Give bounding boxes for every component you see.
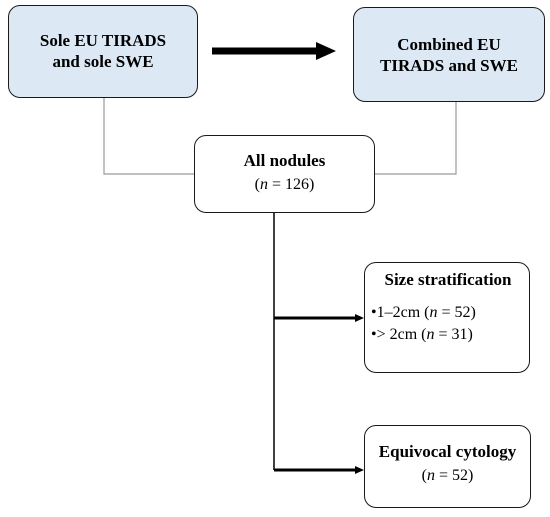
top-arrow-head [316, 42, 336, 60]
all-nodules-count: (n = 126) [254, 176, 315, 193]
equivocal-cytology-count: (n = 52) [421, 467, 474, 484]
equivocal-cytology-title: Equivocal cytology [378, 442, 517, 461]
sole-box-line2: and sole SWE [52, 52, 154, 71]
all-nodules-title: All nodules [243, 151, 326, 170]
combined-eu-tirads-box: Combined EU TIRADS and SWE [353, 7, 545, 102]
combined-box-line2: TIRADS and SWE [380, 56, 518, 75]
equivocal-cytology-box: Equivocal cytology (n = 52) [364, 425, 531, 508]
all-nodules-box: All nodules (n = 126) [194, 135, 375, 213]
size-branch-arrowhead [355, 314, 364, 322]
equivocal-branch-arrowhead [355, 466, 364, 474]
sole-eu-tirads-box: Sole EU TIRADS and sole SWE [8, 5, 198, 98]
size-item-1-2cm: •1–2cm (n = 52) [371, 304, 476, 321]
size-stratification-title: Size stratification [384, 270, 512, 289]
size-item-over-2cm: •> 2cm (n = 31) [371, 326, 473, 343]
left-connector [103, 98, 194, 175]
size-stratification-box: Size stratification •1–2cm (n = 52) •> 2… [364, 262, 530, 373]
combined-box-line1: Combined EU [397, 35, 501, 54]
sole-box-line1: Sole EU TIRADS [39, 31, 167, 50]
right-connector [375, 102, 457, 175]
